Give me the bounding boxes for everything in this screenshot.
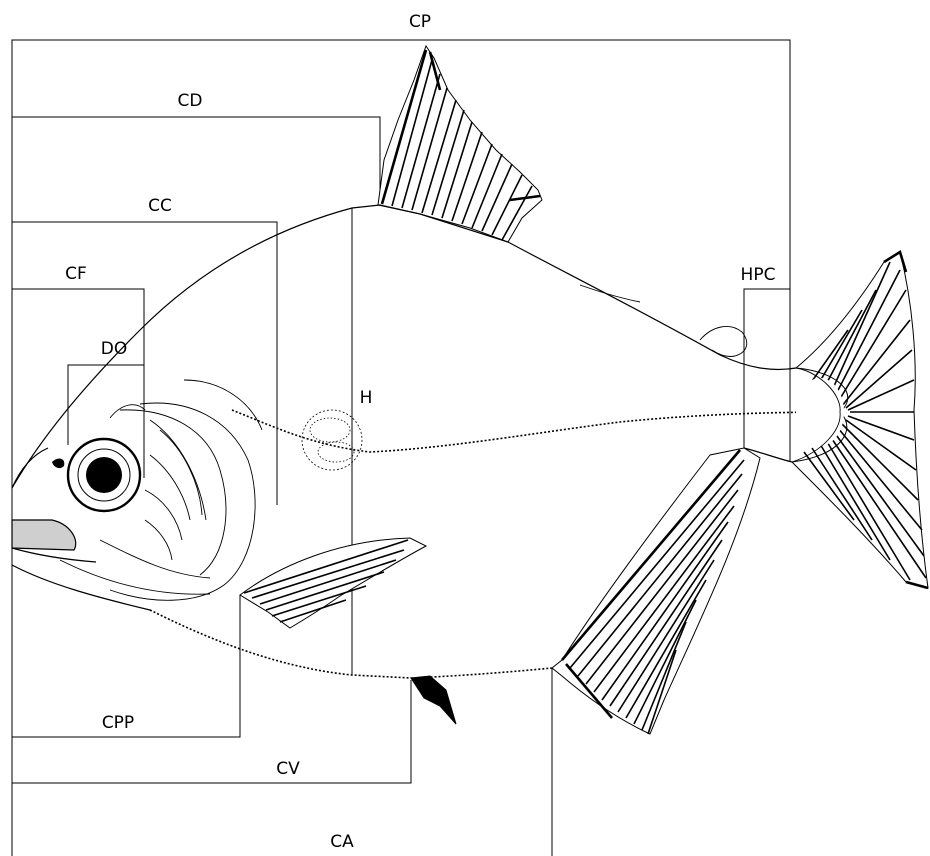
caudal-fin bbox=[792, 252, 928, 588]
cd-bracket bbox=[12, 117, 380, 205]
cv-bracket bbox=[12, 680, 411, 783]
label-cf: CF bbox=[65, 264, 87, 284]
pelvic-fin bbox=[411, 676, 456, 724]
label-cc: CC bbox=[148, 196, 172, 216]
dorsal-fin bbox=[378, 46, 542, 242]
head bbox=[12, 380, 262, 610]
body-dorsal-profile bbox=[12, 205, 796, 488]
anal-fin bbox=[552, 448, 760, 734]
nostril-icon bbox=[52, 459, 64, 469]
label-hpc: HPC bbox=[741, 265, 776, 285]
label-cp: CP bbox=[409, 12, 431, 32]
lateral-line bbox=[232, 410, 840, 452]
label-do: DO bbox=[101, 339, 127, 359]
label-h: H bbox=[360, 388, 373, 408]
adipose-fin bbox=[700, 326, 747, 356]
upper-jaw bbox=[12, 520, 76, 550]
label-ca: CA bbox=[330, 832, 354, 852]
label-cpp: CPP bbox=[102, 713, 134, 733]
label-cv: CV bbox=[276, 759, 300, 779]
dorsal-line-detail bbox=[580, 285, 640, 302]
pectoral-fin bbox=[240, 538, 426, 628]
cpp-bracket bbox=[12, 560, 240, 737]
label-cd: CD bbox=[178, 91, 203, 111]
ventral-profile bbox=[150, 610, 552, 678]
fish-illustration bbox=[12, 46, 928, 734]
